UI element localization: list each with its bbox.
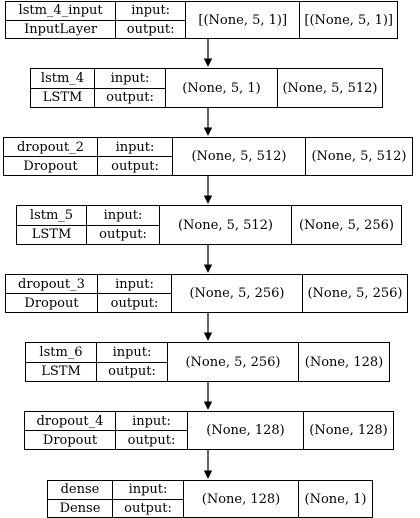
output-shape: (None, 5, 256) [298,217,395,233]
layer-type: LSTM [17,224,86,245]
output-label: output: [87,224,159,245]
layer-name: lstm_6 [39,344,83,360]
output-shape: [(None, 5, 1)] [304,12,394,28]
output-label: output: [98,293,171,312]
layer-type: Dropout [25,430,115,449]
input-label: input: [115,139,155,155]
node-dropout-4: dropout_4 Dropout input: output: (None, … [24,411,394,450]
output-shape: (None, 128) [309,423,388,438]
layer-type: InputLayer [6,19,116,39]
layer-name: lstm_5 [29,207,74,223]
node-dense: dense Dense input: output: (None, 128) (… [47,480,373,518]
input-shape: (None, 128) [184,481,299,517]
layer-name: dense [60,482,100,498]
node-dropout-2: dropout_2 Dropout input: output: (None, … [3,137,413,176]
output-label: output: [98,156,172,175]
layer-type: LSTM [31,87,94,108]
output-shape: (None, 5, 256) [307,286,403,301]
input-shape: (None, 5, 256) [172,275,303,312]
layer-type: Dropout [6,293,97,312]
layer-type: Dropout [4,156,97,175]
input-shape: (None, 5, 256) [168,343,299,381]
input-label: input: [115,276,154,292]
input-shape: (None, 5, 512) [173,138,306,175]
output-label: output: [116,19,186,39]
input-label: input: [110,70,150,86]
input-shape: (None, 128) [188,412,304,449]
node-dropout-3: dropout_3 Dropout input: output: (None, … [5,274,408,313]
layer-type: Dense [48,498,112,518]
input-label: input: [132,413,171,429]
output-label: output: [97,361,167,382]
input-shape: (None, 5, 1) [166,69,278,107]
output-label: output: [116,430,187,449]
layer-name: lstm_4_input [18,3,103,19]
output-label: output: [113,498,183,518]
input-shape: [(None, 5, 1)] [186,2,301,38]
node-lstm-4-input: lstm_4_input InputLayer input: output: [… [5,1,398,39]
node-lstm-4: lstm_4 LSTM input: output: (None, 5, 1) … [30,68,383,108]
layer-name: dropout_2 [17,139,84,155]
layer-name: dropout_3 [18,276,85,292]
input-label: input: [103,207,143,223]
output-shape: (None, 1) [304,491,367,507]
input-label: input: [112,344,152,360]
layer-name: dropout_4 [36,413,104,429]
input-label: input: [131,3,171,19]
node-lstm-5: lstm_5 LSTM input: output: (None, 5, 512… [16,205,402,245]
output-shape: (None, 5, 512) [282,80,378,96]
output-shape: (None, 128) [304,354,384,370]
input-label: input: [128,482,168,498]
node-lstm-6: lstm_6 LSTM input: output: (None, 5, 256… [25,342,390,382]
layer-name: lstm_4 [40,70,85,86]
output-shape: (None, 5, 512) [311,149,407,164]
output-label: output: [95,87,165,108]
layer-type: LSTM [26,361,96,382]
input-shape: (None, 5, 512) [160,206,292,244]
